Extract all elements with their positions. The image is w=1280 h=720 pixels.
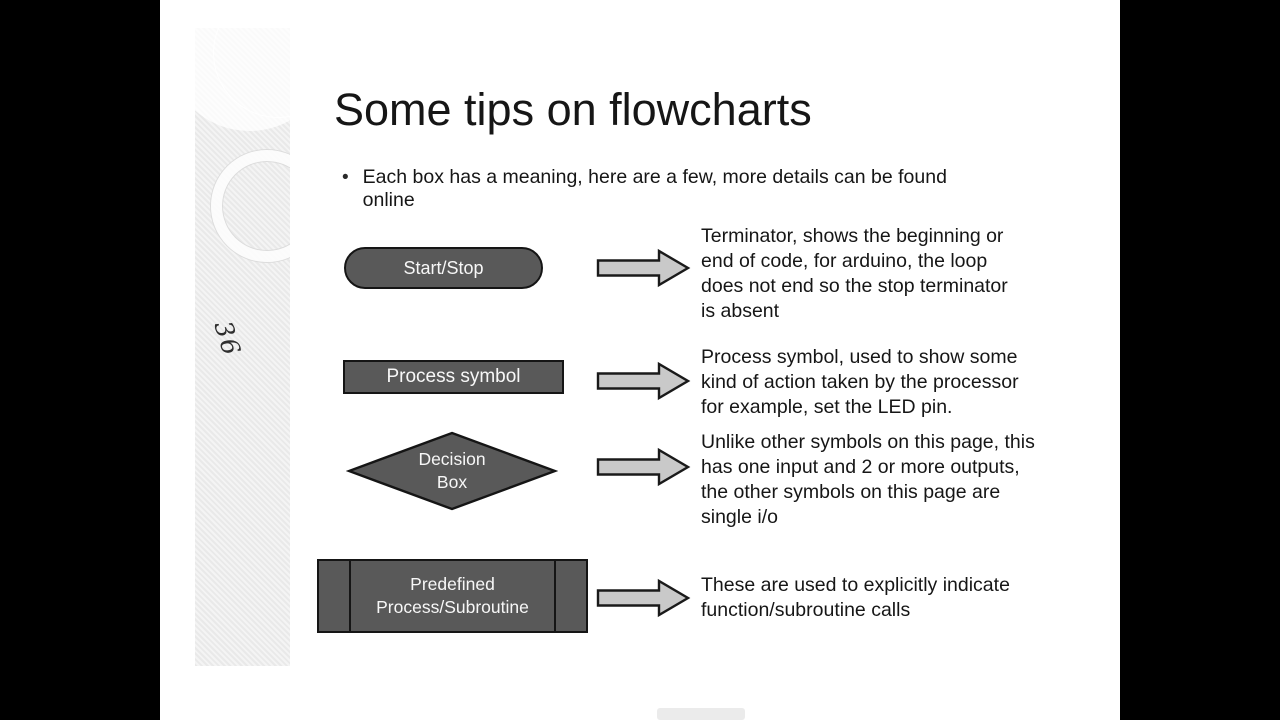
right-arrow-icon bbox=[596, 361, 691, 401]
predefined-process-description: These are used to explicitly indicate fu… bbox=[701, 574, 1010, 621]
process-shape: Process symbol bbox=[343, 360, 564, 394]
decision-label: Decision Box bbox=[418, 449, 486, 492]
bullet-text: Each box has a meaning, here are a few, … bbox=[362, 166, 947, 211]
terminator-label: Start/Stop bbox=[403, 257, 484, 278]
terminator-description: Terminator, shows the beginning or end o… bbox=[701, 225, 1008, 322]
decorative-sidebar: 36 bbox=[195, 28, 290, 666]
terminator-shape: Start/Stop bbox=[344, 247, 543, 289]
predefined-process-shape: Predefined Process/Subroutine bbox=[317, 559, 588, 633]
bullet-icon: • bbox=[342, 167, 349, 188]
predefined-process-label: Predefined Process/Subroutine bbox=[376, 574, 529, 617]
slide-title: Some tips on flowcharts bbox=[334, 84, 812, 135]
process-description: Process symbol, used to show some kind o… bbox=[701, 346, 1019, 418]
right-arrow-icon bbox=[596, 447, 691, 487]
handwritten-page-number: 36 bbox=[208, 317, 247, 361]
right-arrow-icon bbox=[596, 578, 691, 618]
process-label: Process symbol bbox=[386, 366, 521, 387]
decision-shape: Decision Box bbox=[345, 431, 559, 511]
presentation-slide: 36 Some tips on flowcharts • Each box ha… bbox=[160, 0, 1120, 720]
video-artifact bbox=[657, 708, 745, 720]
diamond-outline bbox=[345, 431, 559, 511]
decision-description: Unlike other symbols on this page, this … bbox=[701, 431, 1035, 528]
bullet-item: • Each box has a meaning, here are a few… bbox=[342, 166, 1013, 212]
right-arrow-icon bbox=[596, 248, 691, 288]
decorative-ring bbox=[211, 150, 290, 262]
